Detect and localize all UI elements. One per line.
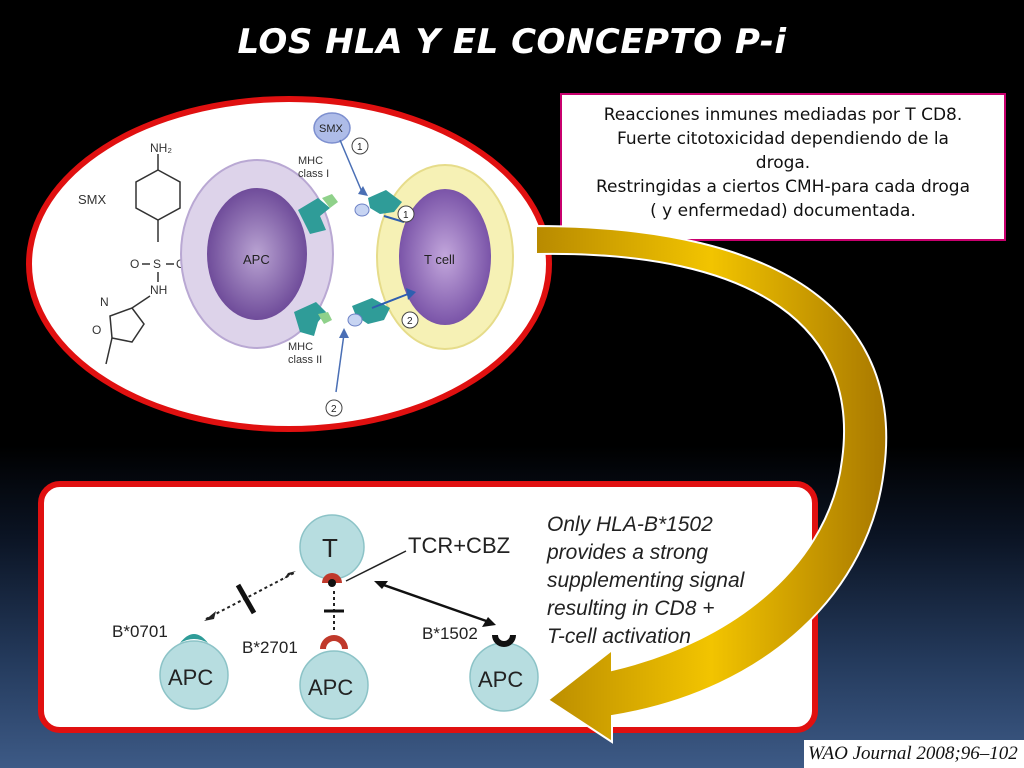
mhc-class-i: [298, 198, 330, 234]
description-line: Reacciones inmunes mediadas por T CD8.: [603, 105, 963, 125]
tcr-cbz-label: TCR+CBZ: [408, 533, 510, 558]
smx-arrow: [339, 139, 363, 193]
description-line: Restringidas a ciertos CMH-para cada dro…: [595, 177, 971, 197]
block-bar-left: [235, 583, 257, 615]
allele-b2701: B*2701: [242, 638, 298, 657]
nh2-label: NH₂: [150, 141, 172, 155]
description-box: Reacciones inmunes mediadas por T CD8. F…: [560, 93, 1006, 241]
hla-b1502-molecule: [492, 635, 516, 647]
apc-middle: [299, 650, 369, 720]
marker-1-top: [351, 137, 369, 155]
bottom-explanation: Only HLA-B*1502 provides a strong supple…: [547, 511, 797, 651]
marker-2-bottom-label: 2: [331, 404, 337, 415]
top-diagram-frame: NH₂ SMX O S O NH N O APC T cell SMX 1 MH…: [26, 96, 552, 432]
smx-bubble-label: SMX: [319, 123, 344, 135]
drug-arrow-bottom: [335, 333, 345, 393]
bottom-text-line: provides a strong: [547, 541, 709, 564]
drug-upper: [354, 203, 370, 217]
apc-right-label: APC: [478, 667, 523, 692]
mhc1-label-line1: MHC: [298, 155, 323, 167]
mhc1-label-line2: class I: [298, 168, 329, 180]
citation: WAO Journal 2008;96–102: [804, 740, 1024, 768]
smx-molecule-label: SMX: [78, 192, 107, 207]
description-line: Fuerte citotoxicidad dependiendo de la: [617, 129, 949, 149]
mhc2-label-line1: MHC: [288, 341, 313, 353]
apc-left: [159, 640, 229, 710]
peptide-1: [322, 194, 338, 208]
marker-1-top-label: 1: [357, 142, 363, 153]
mhc2-label-line2: class II: [288, 354, 322, 366]
smx-arrowhead: [358, 186, 368, 196]
tcr-lower-arrow: [371, 293, 409, 309]
o-ring-label: O: [92, 323, 101, 337]
right-arrowhead-b: [482, 617, 496, 627]
mhc-class-ii: [294, 302, 326, 336]
tcr-upper-arrow: [383, 215, 405, 223]
description-line: ( y enfermedad) documentada.: [650, 201, 916, 221]
tcr-receptor: [322, 573, 342, 583]
left-arrowhead-b: [284, 571, 296, 579]
drug-lower: [347, 313, 363, 327]
t-label: T: [322, 533, 338, 563]
bottom-text-line: resulting in CD8 +: [547, 597, 715, 620]
apc-nucleus: [207, 188, 307, 320]
marker-2-right-label: 2: [407, 316, 413, 327]
allele-b1502: B*1502: [422, 624, 478, 643]
slide-title: LOS HLA Y EL CONCEPTO P-i: [237, 22, 787, 62]
description-line: droga.: [755, 153, 811, 173]
marker-1-right: [397, 205, 415, 223]
hla-b0701-molecule: [180, 634, 208, 643]
t-cell-nucleus: [399, 189, 491, 325]
tcr-pointer: [345, 550, 407, 582]
n-label: N: [100, 295, 109, 309]
allele-b0701: B*0701: [112, 622, 168, 641]
apc-middle-label: APC: [308, 675, 353, 700]
apc-left-label: APC: [168, 665, 213, 690]
bottom-text-line: Only HLA-B*1502: [547, 513, 713, 536]
smx-structure: [105, 154, 181, 365]
t-cell-label: T cell: [424, 252, 455, 267]
bottom-diagram: T TCR+CBZ APC B*0701 APC B*2701 APC B*15…: [112, 514, 539, 720]
peptide-2: [318, 312, 332, 324]
marker-2-bottom: [325, 399, 343, 417]
nh-label: NH: [150, 283, 167, 297]
right-arrow: [377, 581, 493, 625]
apc-label: APC: [243, 252, 270, 267]
top-diagram: NH₂ SMX O S O NH N O APC T cell SMX 1 MH…: [78, 112, 514, 417]
drug-arrow-bottom-head: [339, 328, 349, 338]
marker-1-right-label: 1: [403, 210, 409, 221]
left-dotted-arrow: [205, 572, 295, 620]
tcr-upper: [368, 190, 402, 214]
marker-2-right: [401, 311, 419, 329]
left-arrowhead-a: [204, 611, 216, 621]
right-arrowhead-a: [374, 581, 388, 589]
tcr-lower-arrowhead: [406, 288, 416, 300]
bottom-text-line: supplementing signal: [547, 569, 745, 592]
o-left-label: O: [130, 257, 139, 271]
bottom-text-line: T-cell activation: [547, 625, 691, 648]
bottom-diagram-frame: T TCR+CBZ APC B*0701 APC B*2701 APC B*15…: [38, 481, 818, 733]
hla-b2701-molecule: [320, 635, 348, 649]
cbz-drug: [328, 579, 336, 587]
s-label: S: [153, 257, 161, 271]
smx-bubble: [313, 112, 351, 144]
